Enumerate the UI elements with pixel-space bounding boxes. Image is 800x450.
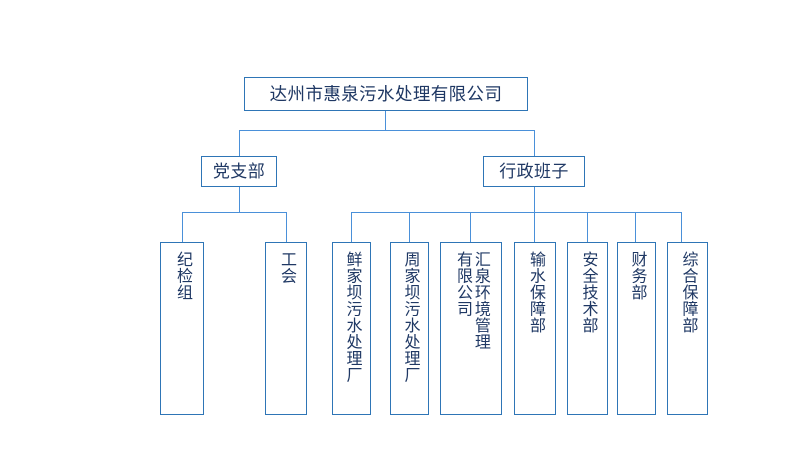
connector-party-stem: [239, 186, 241, 212]
node-zhoujiaba-plant[interactable]: 周家坝污水处理厂: [390, 242, 429, 415]
connector-drop-caiwu: [635, 212, 637, 242]
connector-drop-jijianzu: [182, 212, 184, 242]
connector-drop-xianjiaba: [351, 212, 353, 242]
node-xianjiaba-plant[interactable]: 鲜家坝污水处理厂: [332, 242, 371, 415]
node-admin-team-label: 行政班子: [499, 161, 569, 181]
connector-drop-huiquan: [470, 212, 472, 242]
connector-admin-bus: [351, 212, 681, 214]
node-discipline-inspection-group-label: 纪检组: [173, 251, 191, 301]
node-finance-dept-label: 财务部: [628, 251, 646, 301]
node-root-company-label: 达州市惠泉污水处理有限公司: [269, 83, 503, 104]
connector-party-bus: [182, 212, 286, 214]
connector-drop-shushui: [534, 212, 536, 242]
node-discipline-inspection-group[interactable]: 纪检组: [160, 242, 204, 415]
connector-drop-admin: [534, 130, 536, 156]
node-huiquan-environment-company[interactable]: 汇泉环境管理 有限公司: [440, 242, 502, 415]
node-root-company[interactable]: 达州市惠泉污水处理有限公司: [244, 77, 528, 111]
node-water-transport-dept[interactable]: 输水保障部: [514, 242, 556, 415]
connector-drop-party: [239, 130, 241, 156]
node-huiquan-environment-company-label: 汇泉环境管理 有限公司: [454, 251, 489, 350]
connector-drop-gonghui: [286, 212, 288, 242]
connector-root-bus: [239, 130, 535, 132]
connector-drop-zonghe: [681, 212, 683, 242]
node-admin-team[interactable]: 行政班子: [483, 156, 585, 187]
node-finance-dept[interactable]: 财务部: [617, 242, 656, 415]
connector-root-stem: [385, 110, 387, 131]
node-safety-technology-dept[interactable]: 安全技术部: [567, 242, 608, 415]
node-general-support-dept[interactable]: 综合保障部: [667, 242, 708, 415]
node-party-branch[interactable]: 党支部: [201, 156, 277, 187]
node-labor-union-label: 工会: [277, 251, 295, 284]
node-labor-union[interactable]: 工会: [265, 242, 307, 415]
node-safety-technology-dept-label: 安全技术部: [579, 251, 597, 334]
connector-admin-stem: [534, 186, 536, 212]
node-party-branch-label: 党支部: [212, 161, 266, 181]
connector-drop-anquan: [587, 212, 589, 242]
node-water-transport-dept-label: 输水保障部: [526, 251, 544, 334]
node-xianjiaba-plant-label: 鲜家坝污水处理厂: [343, 251, 361, 383]
connector-drop-zhoujiaba: [409, 212, 411, 242]
node-general-support-dept-label: 综合保障部: [679, 251, 697, 334]
node-zhoujiaba-plant-label: 周家坝污水处理厂: [401, 251, 419, 383]
